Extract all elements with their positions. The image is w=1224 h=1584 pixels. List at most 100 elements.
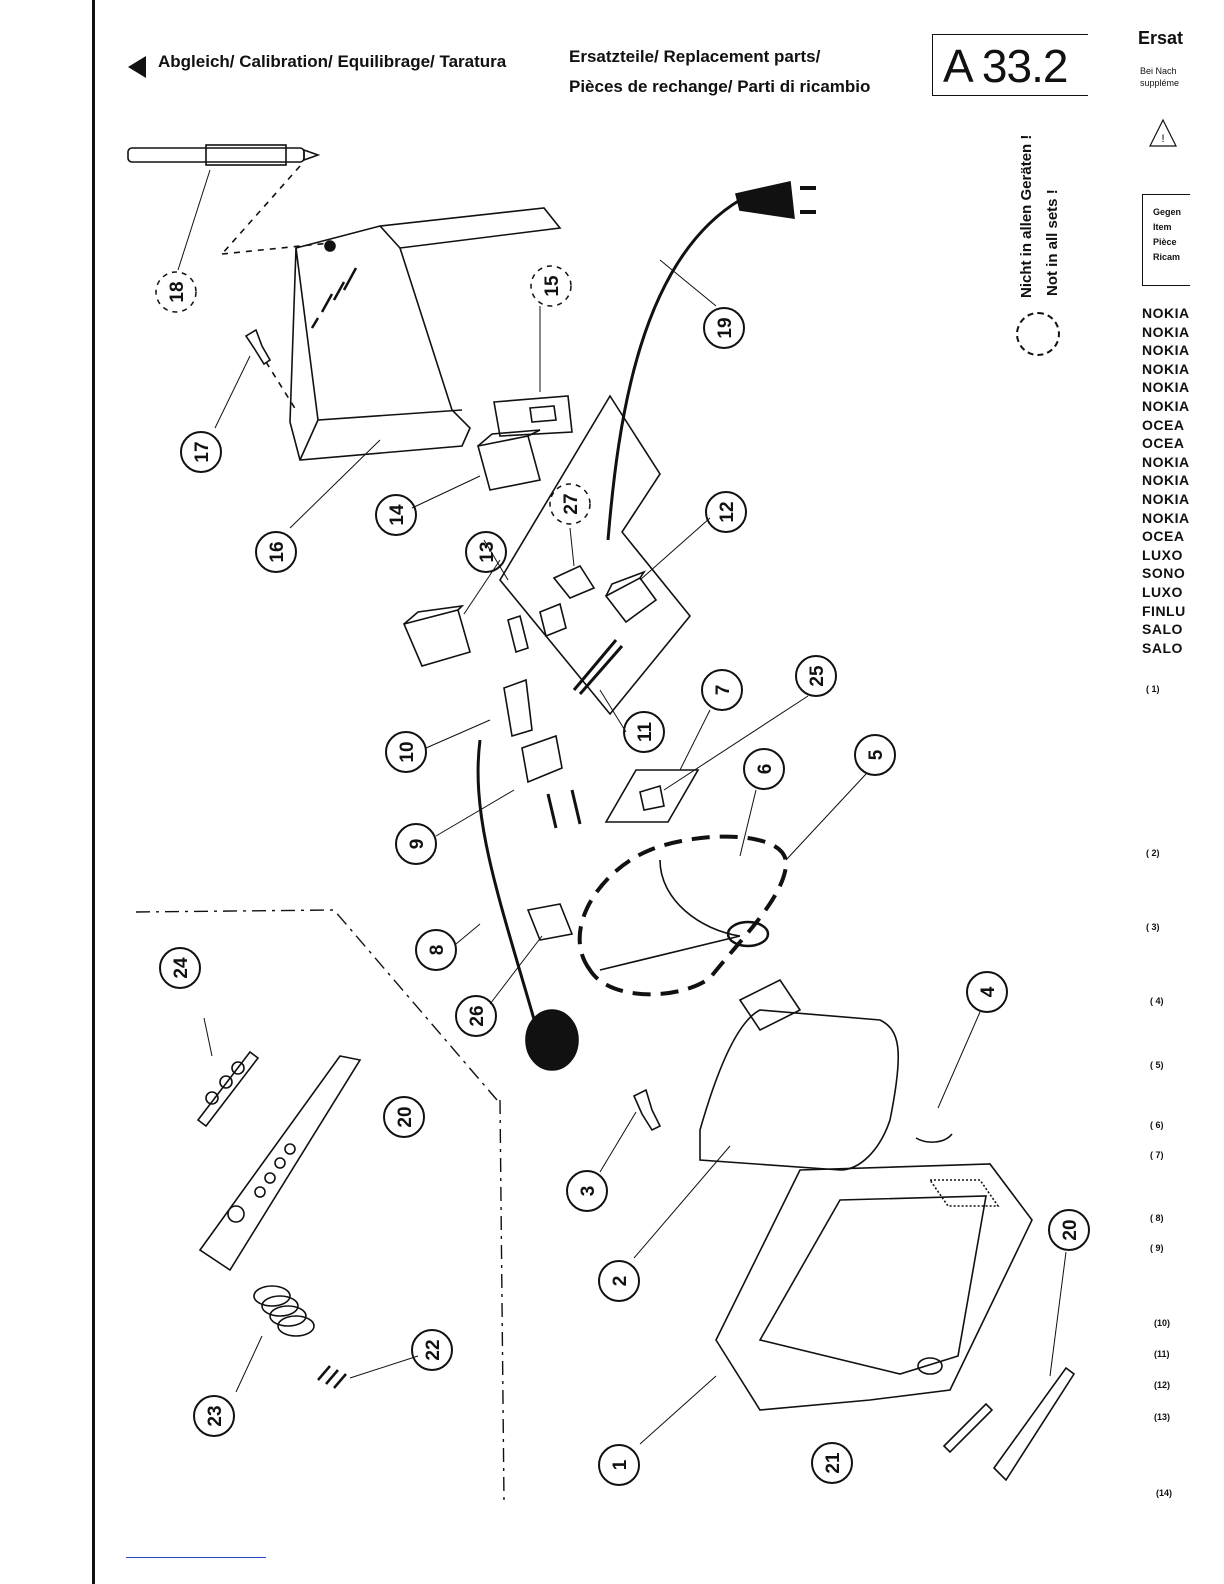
part-20-control-panel bbox=[198, 1055, 362, 1272]
brand-item: NOKIA bbox=[1142, 323, 1190, 340]
brand-item: SONO bbox=[1142, 565, 1186, 582]
svg-text:17: 17 bbox=[192, 441, 213, 462]
part-24-bracket bbox=[196, 1050, 260, 1128]
svg-text:25: 25 bbox=[807, 665, 828, 687]
svg-text:12: 12 bbox=[717, 501, 738, 522]
part-11-strip bbox=[572, 639, 624, 695]
part-20-small-panel bbox=[992, 1366, 1076, 1482]
svg-text:11: 11 bbox=[635, 722, 656, 743]
part-17-screw bbox=[244, 328, 297, 411]
part-27-component bbox=[552, 564, 596, 599]
svg-text:16: 16 bbox=[267, 541, 288, 562]
part-9-bracket bbox=[521, 734, 582, 829]
replacement-title-line1: Ersatzteile/ Replacement parts/ bbox=[569, 47, 821, 66]
legend-box: Gegen Item Pièce Ricam bbox=[1142, 194, 1190, 286]
callout-4: 4 bbox=[966, 971, 1008, 1013]
svg-text:5: 5 bbox=[866, 749, 887, 760]
svg-text:14: 14 bbox=[387, 504, 408, 526]
svg-text:10: 10 bbox=[397, 741, 418, 762]
calibration-link[interactable]: Abgleich/ Calibration/ Equilibrage/ Tara… bbox=[158, 52, 507, 71]
note-ref: ( 8) bbox=[1150, 1213, 1164, 1223]
part-19-power-cord bbox=[606, 181, 816, 541]
svg-text:4: 4 bbox=[978, 986, 999, 997]
callout-8: 8 bbox=[415, 929, 457, 971]
brand-item: NOKIA bbox=[1142, 379, 1190, 396]
part-21-button-strip bbox=[942, 1402, 994, 1454]
brand-item: LUXO bbox=[1142, 546, 1183, 563]
brand-item: SALO bbox=[1142, 639, 1183, 656]
brand-list: NOKIA NOKIA NOKIA NOKIA NOKIA NOKIA OCEA… bbox=[1142, 304, 1190, 657]
brand-item: OCEA bbox=[1142, 416, 1185, 433]
note-ref: ( 5) bbox=[1150, 1060, 1164, 1070]
callout-10: 10 bbox=[385, 731, 427, 773]
svg-text:21: 21 bbox=[823, 1452, 844, 1474]
callout-24: 24 bbox=[159, 947, 201, 989]
callout-22: 22 bbox=[411, 1329, 453, 1371]
callout-19: 19 bbox=[703, 307, 745, 349]
note-ref: (11) bbox=[1154, 1349, 1170, 1359]
note-ref: (14) bbox=[1156, 1488, 1173, 1498]
svg-text:2: 2 bbox=[610, 1276, 631, 1287]
warning-triangle-icon: ! bbox=[1149, 118, 1177, 147]
part-15-label bbox=[493, 395, 573, 437]
part-16-back-cover bbox=[221, 207, 562, 461]
part-8-cable bbox=[476, 739, 579, 1071]
part-10-switch bbox=[503, 678, 533, 738]
legend-item: Ricam bbox=[1153, 252, 1181, 262]
legend-item: Item bbox=[1153, 222, 1172, 232]
part-23-springs bbox=[253, 1285, 315, 1337]
part-7-board bbox=[604, 769, 700, 823]
svg-text:7: 7 bbox=[713, 685, 734, 696]
svg-text:26: 26 bbox=[467, 1005, 488, 1026]
callout-7: 7 bbox=[701, 669, 743, 711]
dashed-circle-legend-icon bbox=[1016, 312, 1060, 356]
page-number: A 33.2 bbox=[932, 34, 1088, 96]
brand-item: LUXO bbox=[1142, 583, 1183, 600]
part-2-picture-tube bbox=[699, 978, 900, 1171]
svg-text:23: 23 bbox=[205, 1405, 226, 1426]
part-12-component bbox=[604, 570, 658, 624]
brand-item: NOKIA bbox=[1142, 472, 1190, 489]
callout-26: 26 bbox=[455, 995, 497, 1037]
svg-text:24: 24 bbox=[171, 957, 192, 979]
svg-text:3: 3 bbox=[578, 1186, 599, 1197]
footer-line bbox=[126, 1557, 266, 1558]
part-18-tuning-tool bbox=[127, 144, 321, 255]
callout-11: 11 bbox=[623, 711, 665, 753]
brand-item: NOKIA bbox=[1142, 490, 1190, 507]
note-ref: (13) bbox=[1154, 1412, 1171, 1422]
callout-15: 15 bbox=[530, 265, 572, 307]
brand-item: SALO bbox=[1142, 621, 1183, 638]
right-panel-title: Ersat bbox=[1138, 28, 1184, 48]
brand-item: OCEA bbox=[1142, 528, 1185, 545]
right-panel-note-line1: Bei Nach bbox=[1140, 66, 1177, 76]
main-chassis bbox=[499, 394, 692, 716]
callouts: 1 2 3 4 5 6 7 8 9 10 11 12 13 14 15 16 1… bbox=[155, 265, 1090, 1486]
brand-item: NOKIA bbox=[1142, 397, 1190, 414]
svg-text:22: 22 bbox=[423, 1339, 444, 1360]
callout-9: 9 bbox=[395, 823, 437, 865]
part-1-cabinet bbox=[715, 1163, 1033, 1411]
note-ref: (12) bbox=[1154, 1380, 1171, 1390]
note-ref: ( 3) bbox=[1146, 922, 1160, 932]
svg-text:13: 13 bbox=[477, 541, 498, 562]
callout-25: 25 bbox=[795, 655, 837, 697]
note-ref: ( 6) bbox=[1150, 1120, 1164, 1130]
part-13-fuse-and-block bbox=[402, 602, 567, 667]
part-22-pins bbox=[317, 1365, 347, 1389]
callout-27: 27 bbox=[549, 483, 591, 525]
note-ref: ( 9) bbox=[1150, 1243, 1164, 1253]
note-ref: (10) bbox=[1154, 1318, 1171, 1328]
callout-14: 14 bbox=[375, 494, 417, 536]
back-arrow-icon[interactable] bbox=[128, 56, 146, 78]
callout-16: 16 bbox=[255, 531, 297, 573]
brand-item: FINLU bbox=[1142, 602, 1186, 619]
callout-20-bottom: 20 bbox=[1048, 1209, 1090, 1251]
svg-text:!: ! bbox=[1161, 133, 1164, 145]
callout-18: 18 bbox=[155, 271, 197, 313]
note-ref: ( 1) bbox=[1146, 684, 1160, 694]
legend-item: Pièce bbox=[1153, 237, 1177, 247]
callout-13: 13 bbox=[465, 531, 507, 573]
replacement-title-line2: Pièces de rechange/ Parti di ricambio bbox=[569, 77, 871, 96]
part-5-degauss-coil bbox=[577, 834, 789, 997]
